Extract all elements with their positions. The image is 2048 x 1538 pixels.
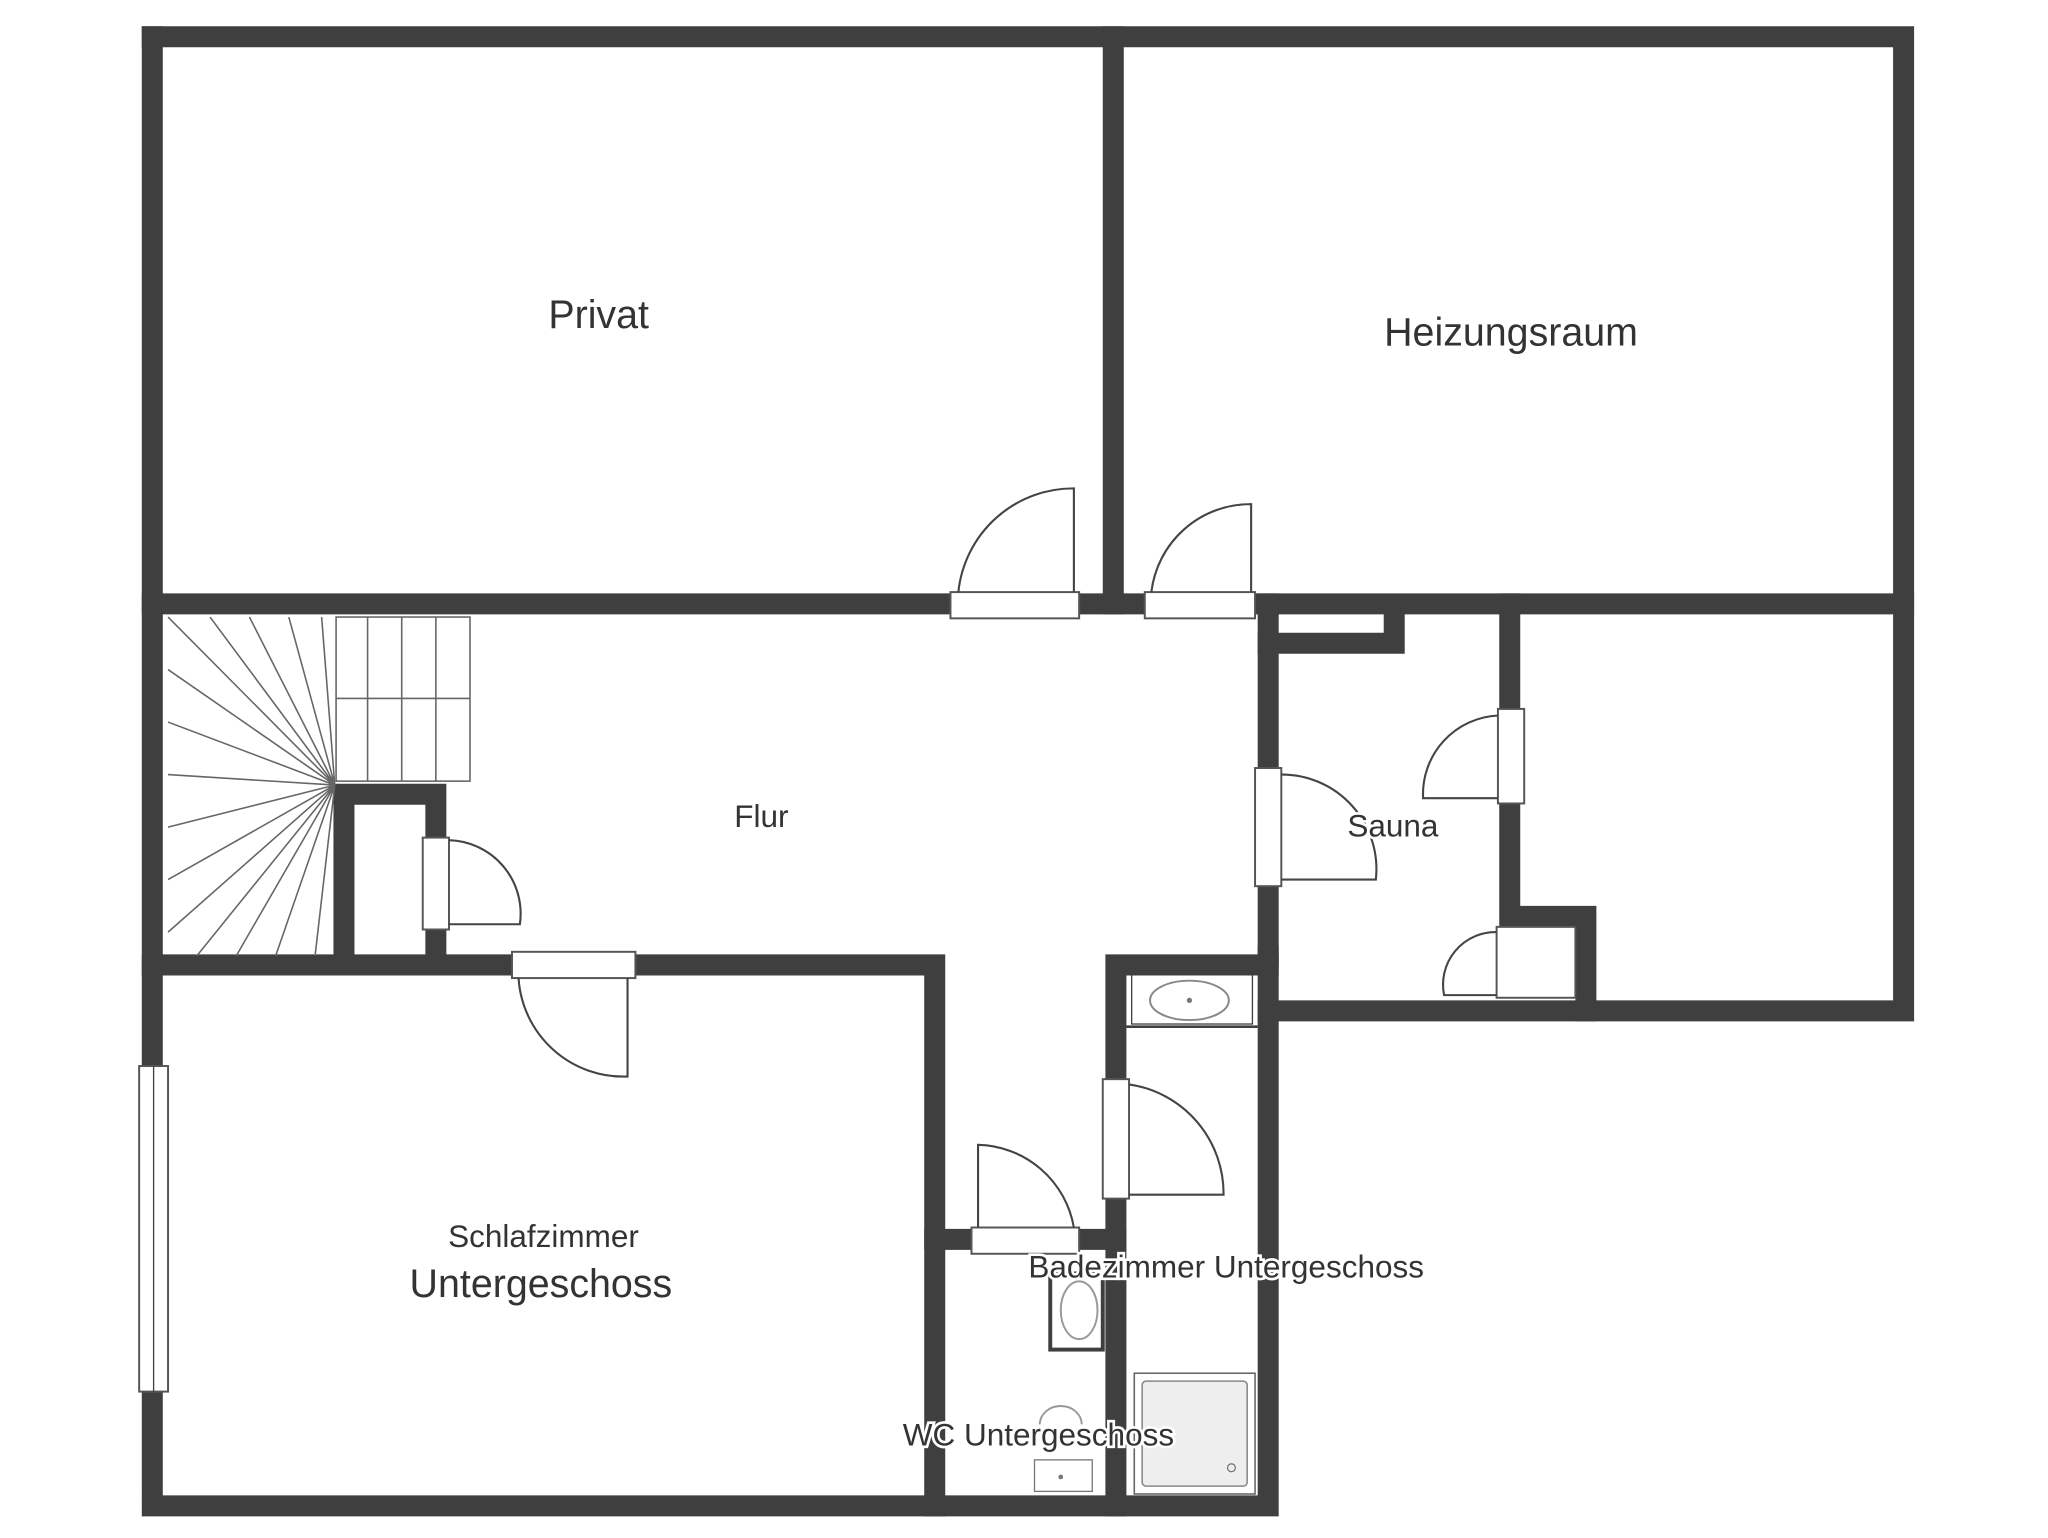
door-privat	[949, 487, 1081, 620]
walls	[141, 26, 1915, 1517]
room-label-privat: Privat	[548, 293, 649, 337]
window-left	[138, 1065, 170, 1393]
shower-icon	[1133, 1372, 1256, 1495]
toilet-icon	[1033, 1405, 1093, 1493]
room-label-badezimmer: Badezimmer Untergeschoss	[1028, 1248, 1424, 1284]
room-label-wc: WC Untergeschoss	[903, 1416, 1174, 1452]
staircase	[167, 616, 471, 957]
room-label-heizungsraum: Heizungsraum	[1384, 310, 1638, 354]
room-labels: Privat Heizungsraum Flur Sauna Schlafzim…	[407, 291, 1641, 1455]
door-side-room	[1422, 707, 1526, 805]
door-small-storage	[1442, 925, 1577, 999]
room-label-schlafzimmer: Schlafzimmer	[448, 1218, 639, 1254]
door-schlafzimmer	[511, 950, 637, 1078]
room-label-flur: Flur	[734, 798, 788, 834]
door-sauna	[1254, 767, 1378, 888]
room-label-untergeschoss: Untergeschoss	[410, 1262, 673, 1306]
door-closet	[421, 836, 522, 931]
doors	[421, 487, 1577, 1255]
sink-icon	[1130, 973, 1254, 1025]
fixtures	[1033, 973, 1256, 1495]
bathtub-small-icon	[1048, 1271, 1105, 1352]
door-wc	[970, 1143, 1081, 1255]
door-badezimmer	[1101, 1078, 1225, 1200]
room-label-sauna: Sauna	[1347, 807, 1439, 843]
door-heizungsraum	[1143, 503, 1257, 620]
